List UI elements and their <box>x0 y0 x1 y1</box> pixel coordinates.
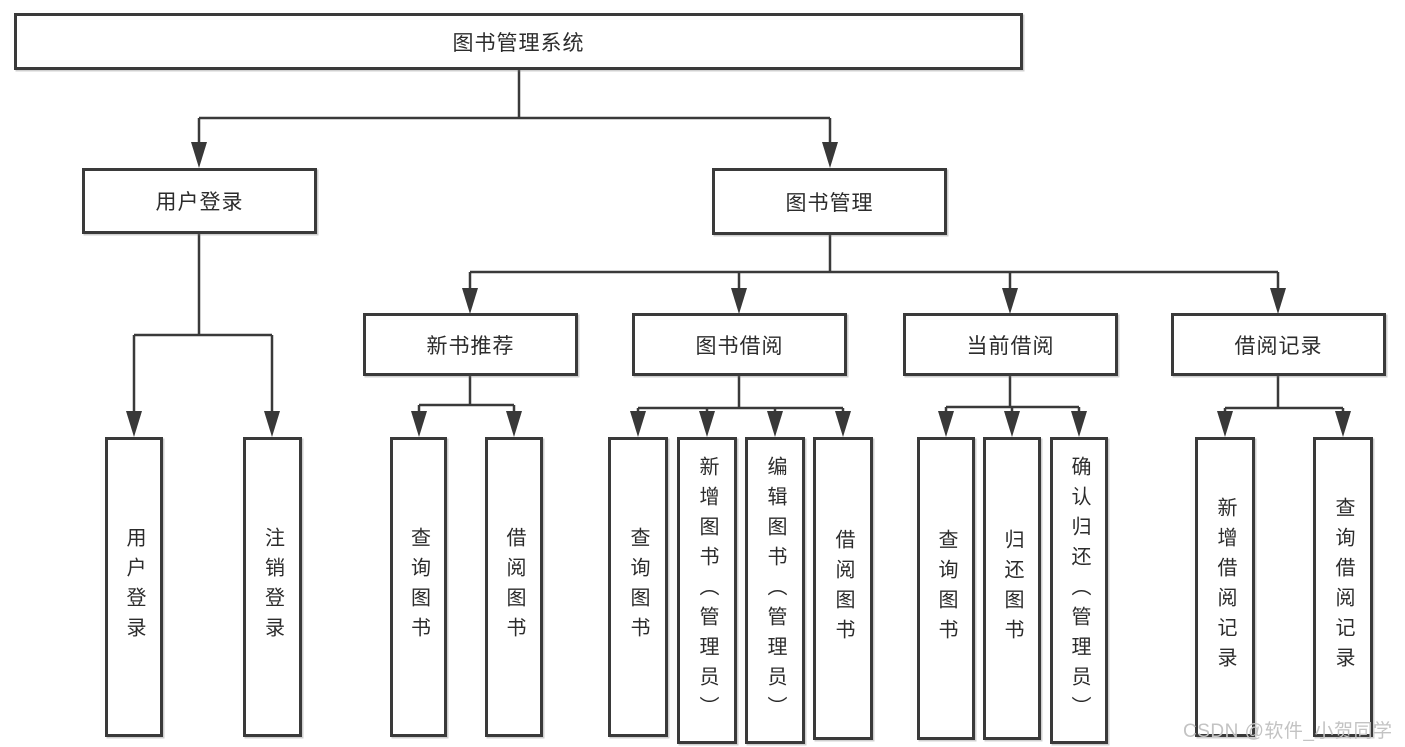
node-label: 查询图书 <box>627 527 649 647</box>
arrowhead <box>731 288 747 314</box>
node-label: 图书借阅 <box>695 334 784 358</box>
csdn-watermark: CSDN @软件_小贺同学 <box>1183 721 1393 742</box>
arrowhead <box>1335 411 1351 437</box>
arrowhead <box>506 411 522 437</box>
arrowhead <box>191 142 207 168</box>
arrowhead <box>822 142 838 168</box>
node-leaf-borrow-books-1: 借阅图书 <box>485 437 543 737</box>
node-label: 新增借阅记录 <box>1214 497 1236 677</box>
node-leaf-edit-book-admin: 编辑图书（管理员） <box>745 437 805 744</box>
node-book-borrow: 图书借阅 <box>632 313 847 376</box>
node-label: 新书推荐 <box>426 334 515 358</box>
node-leaf-user-login: 用户登录 <box>105 437 163 737</box>
arrowhead <box>767 411 783 437</box>
connector-current-to-leaves <box>944 375 1081 413</box>
node-label: 编辑图书（管理员） <box>764 455 786 726</box>
node-root: 图书管理系统 <box>14 13 1023 70</box>
node-leaf-add-borrow-record: 新增借阅记录 <box>1195 437 1255 737</box>
node-label: 用户登录 <box>155 191 244 214</box>
node-current-borrow: 当前借阅 <box>903 313 1118 376</box>
arrowhead <box>264 411 280 437</box>
arrowhead <box>411 411 427 437</box>
node-label: 归还图书 <box>1001 528 1023 649</box>
arrowhead <box>1270 288 1286 314</box>
node-label: 查询借阅记录 <box>1332 497 1354 677</box>
connector-records-to-leaves <box>1223 375 1345 413</box>
connector-login-to-leaves <box>132 233 274 413</box>
connector-recommend-to-leaves <box>417 375 516 413</box>
arrowhead <box>835 411 851 437</box>
arrowhead <box>1002 288 1018 314</box>
arrowhead <box>1071 411 1087 437</box>
node-root-label: 图书管理系统 <box>452 31 585 55</box>
node-label: 图书管理 <box>785 191 874 215</box>
node-label: 借阅图书 <box>832 528 854 649</box>
node-label: 当前借阅 <box>966 334 1055 358</box>
arrowhead <box>1004 411 1020 437</box>
node-leaf-query-borrow-record: 查询借阅记录 <box>1313 437 1373 737</box>
node-leaf-logout: 注销登录 <box>243 437 302 737</box>
node-leaf-borrow-books-2: 借阅图书 <box>813 437 873 740</box>
node-label: 查询图书 <box>407 527 430 647</box>
arrowhead <box>938 411 954 437</box>
node-new-book-recommend: 新书推荐 <box>363 313 578 376</box>
connector-root-to-level2 <box>197 70 832 144</box>
node-leaf-query-books-3: 查询图书 <box>917 437 975 740</box>
arrowhead <box>699 411 715 437</box>
node-book-management: 图书管理 <box>712 168 947 235</box>
node-leaf-query-books-1: 查询图书 <box>390 437 447 737</box>
node-label: 查询图书 <box>935 528 957 649</box>
node-leaf-query-books-2: 查询图书 <box>608 437 668 737</box>
arrowhead <box>126 411 142 437</box>
node-label: 新增图书（管理员） <box>696 455 718 726</box>
arrowhead <box>1217 411 1233 437</box>
node-user-login-group: 用户登录 <box>82 168 317 234</box>
node-leaf-return-book: 归还图书 <box>983 437 1041 740</box>
connector-mgmt-to-level3 <box>468 235 1280 290</box>
arrowhead <box>630 411 646 437</box>
connector-borrow-to-leaves <box>636 375 845 413</box>
node-label: 确认归还（管理员） <box>1068 455 1090 726</box>
node-leaf-confirm-return-admin: 确认归还（管理员） <box>1050 437 1108 744</box>
node-label: 借阅记录 <box>1234 334 1323 358</box>
node-label: 注销登录 <box>261 527 284 647</box>
node-label: 借阅图书 <box>503 527 525 647</box>
node-leaf-add-book-admin: 新增图书（管理员） <box>677 437 737 744</box>
node-borrow-records: 借阅记录 <box>1171 313 1386 376</box>
arrowhead <box>462 288 478 314</box>
node-label: 用户登录 <box>123 527 145 647</box>
